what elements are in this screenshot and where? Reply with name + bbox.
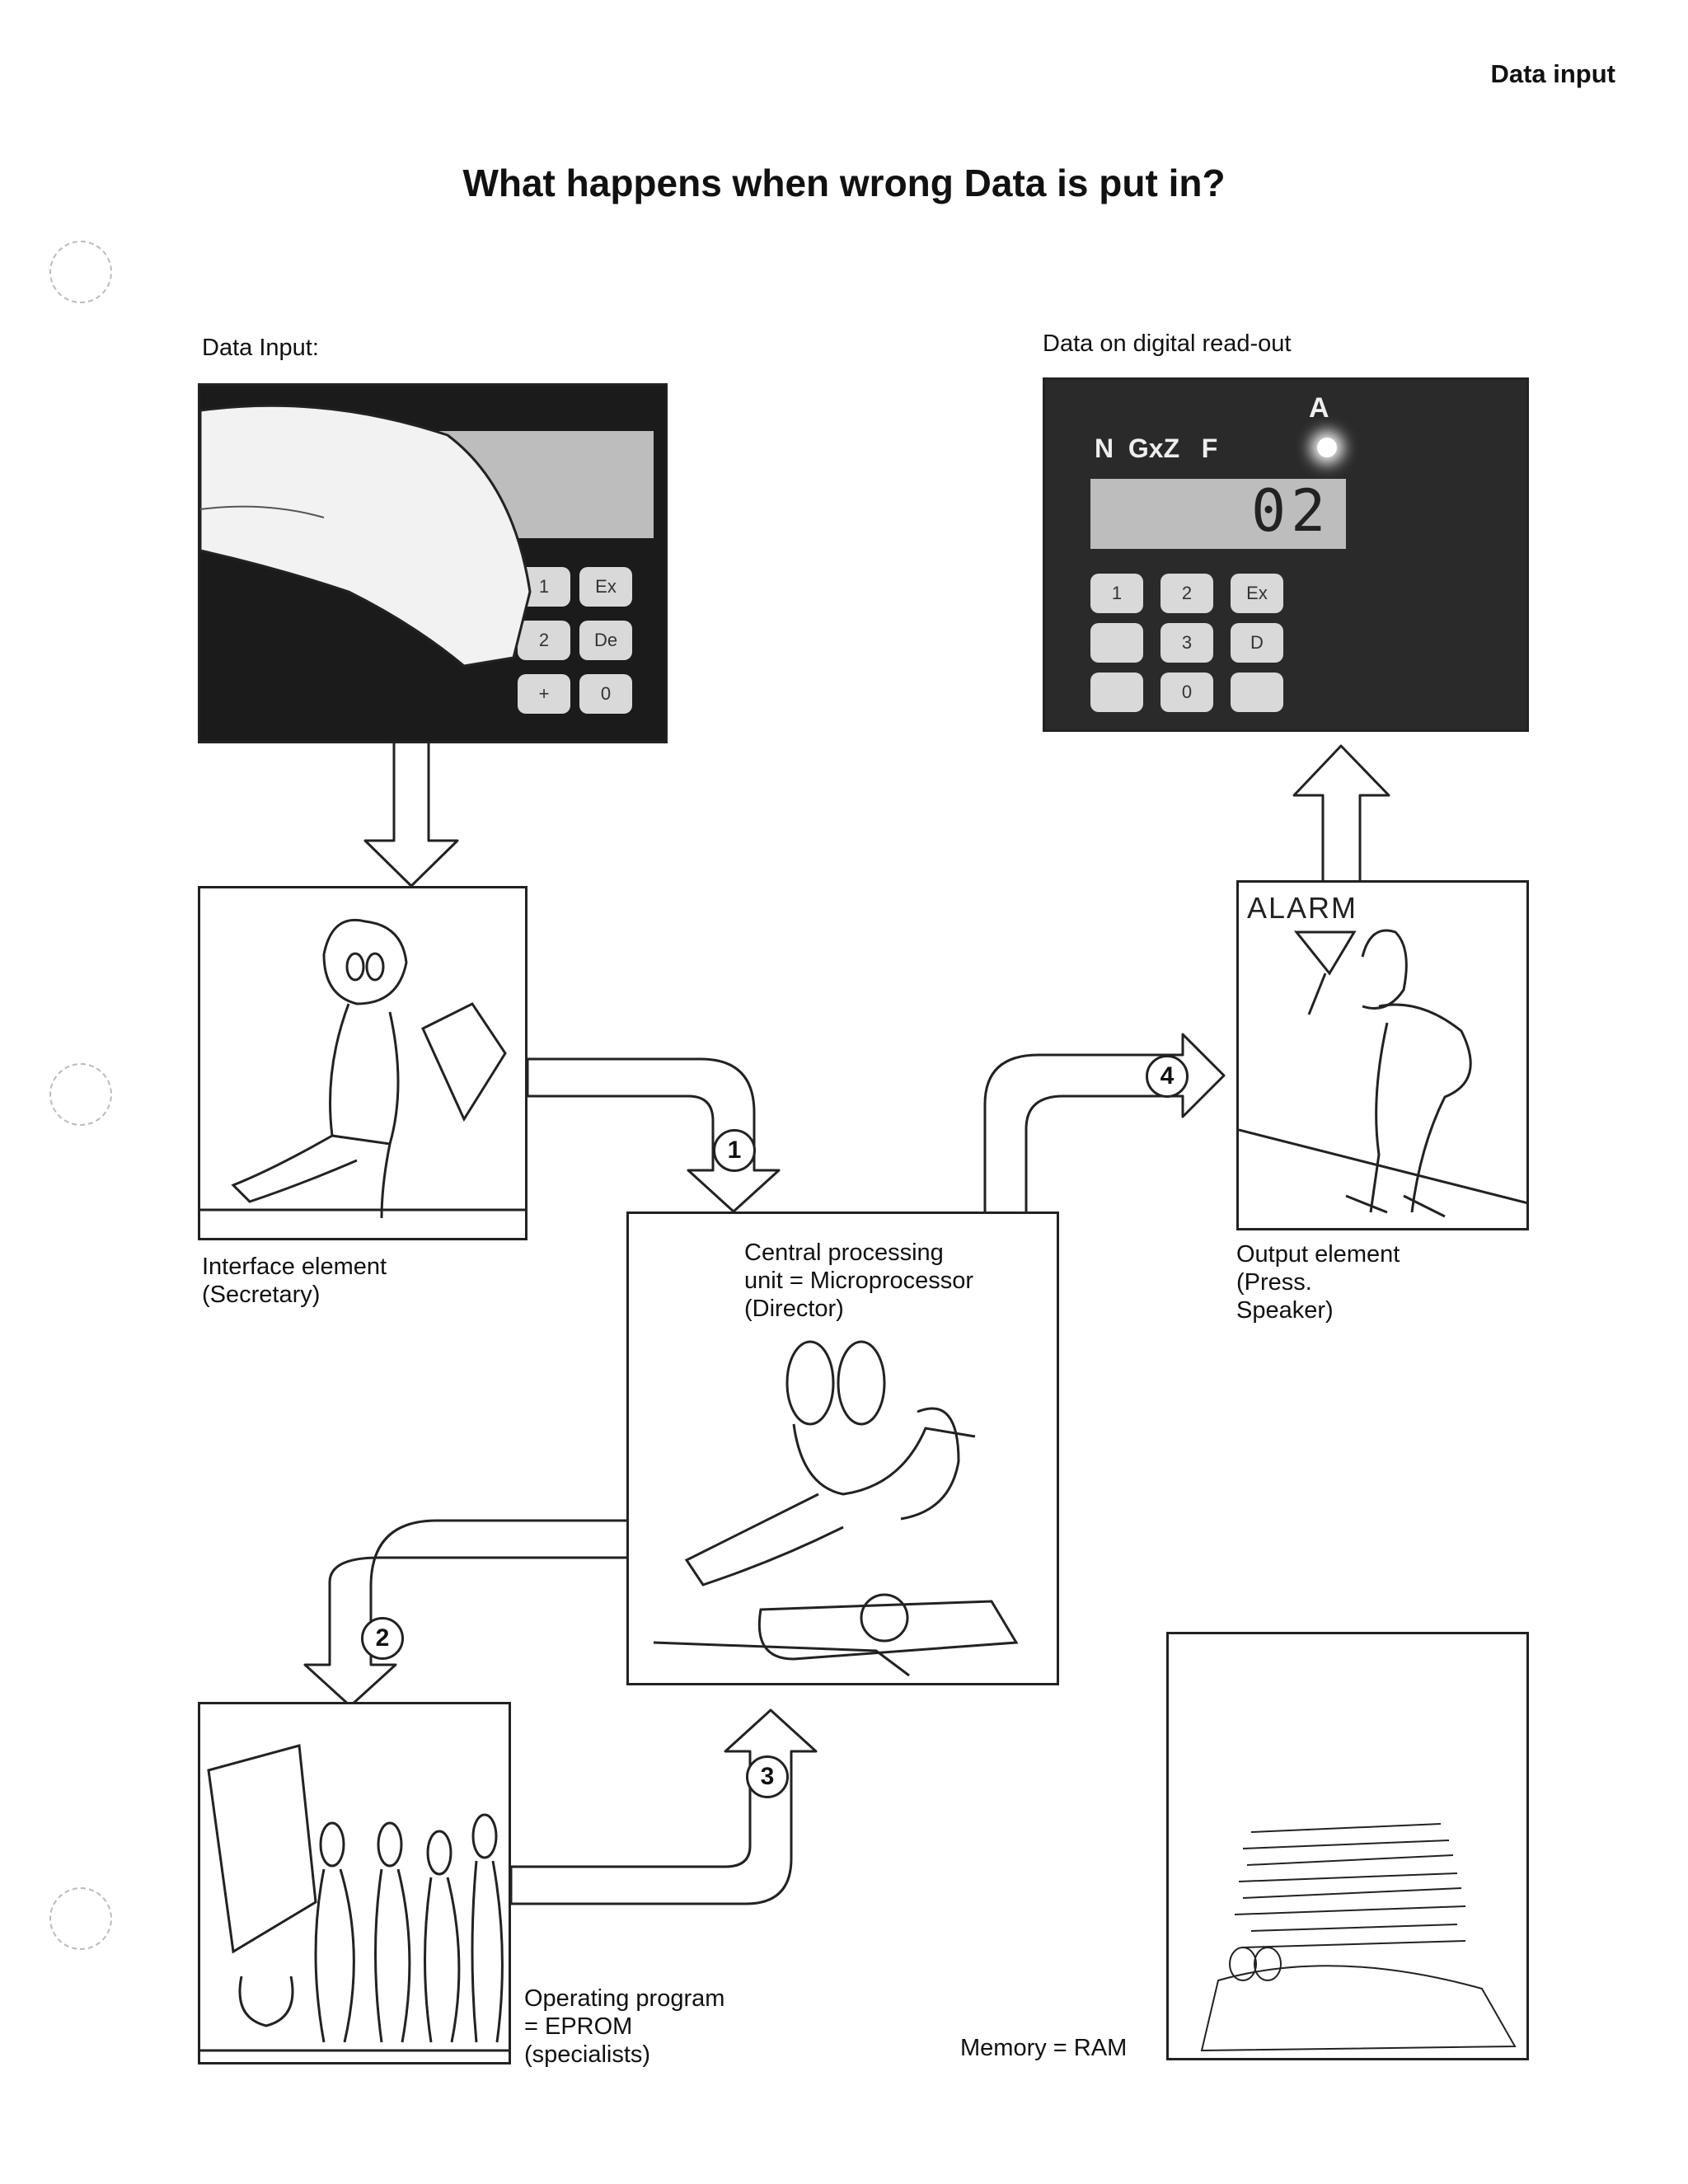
alarm-sign: ALARM (1247, 891, 1358, 925)
binder-hole (49, 1063, 112, 1126)
keypad-key (1231, 673, 1283, 712)
interface-panel (198, 886, 528, 1240)
axis-letters: N GxZ F (1095, 434, 1218, 463)
keypad-key (1090, 673, 1143, 712)
interface-caption: Interface element (Secretary) (202, 1254, 387, 1308)
keypad-key: Ex (579, 567, 632, 607)
arrow-step-3 (509, 1708, 818, 1905)
readout-value: 02 (1251, 477, 1331, 545)
keypad-key: 3 (1160, 623, 1213, 663)
cpu-caption: Central processing unit = Microprocessor… (744, 1240, 974, 1322)
memory-panel (1166, 1632, 1529, 2060)
readout-caption: Data on digital read-out (1043, 330, 1292, 357)
keypad-key: 1 (1090, 574, 1143, 613)
keypad-key (1090, 623, 1143, 663)
keypad-key: 0 (579, 674, 632, 714)
step-badge-3: 3 (746, 1755, 789, 1798)
page-title: What happens when wrong Data is put in? (462, 162, 1226, 204)
arrow-step-4 (983, 1033, 1226, 1217)
step-badge-1: 1 (713, 1129, 756, 1172)
specialists-illustration (200, 1744, 509, 2052)
program-caption: Operating program = EPROM (specialists) (524, 1985, 725, 2068)
data-input-photo: 1 Ex 2 De + 0 (198, 383, 668, 743)
keypad-key: 2 (1160, 574, 1213, 613)
keypad-key: Ex (1231, 574, 1283, 613)
arrow-input-to-interface (363, 740, 459, 888)
output-panel: ALARM (1236, 880, 1529, 1230)
alarm-lamp (1317, 438, 1337, 457)
keypad-key: + (518, 674, 570, 714)
step-badge-4: 4 (1146, 1055, 1189, 1098)
data-input-caption: Data Input: (202, 335, 319, 361)
keypad-key: De (579, 621, 632, 660)
director-illustration (653, 1340, 1019, 1677)
lamp-letter: A (1309, 392, 1329, 424)
arrow-step-2 (303, 1519, 632, 1708)
keypad-key: 2 (518, 621, 570, 660)
memory-illustration (1200, 1823, 1517, 2052)
memory-caption: Memory = RAM (960, 2035, 1128, 2061)
section-label: Data input (1490, 59, 1615, 88)
arrow-output-to-readout (1292, 744, 1390, 883)
readout-display (1090, 479, 1346, 549)
keypad-key: 0 (1160, 673, 1213, 712)
cpu-panel: Central processing unit = Microprocessor… (626, 1212, 1059, 1685)
hand-illustration (200, 404, 532, 668)
program-panel (198, 1702, 511, 2064)
speaker-illustration (1239, 929, 1526, 1218)
binder-hole (49, 241, 112, 303)
step-badge-2: 2 (361, 1617, 404, 1660)
binder-hole (49, 1887, 112, 1950)
keypad-key: D (1231, 623, 1283, 663)
output-caption: Output element (Press. Speaker) (1236, 1241, 1400, 1324)
secretary-illustration (200, 918, 525, 1219)
readout-photo: A N GxZ F 02 1 2 Ex 3 D 0 (1043, 377, 1529, 732)
